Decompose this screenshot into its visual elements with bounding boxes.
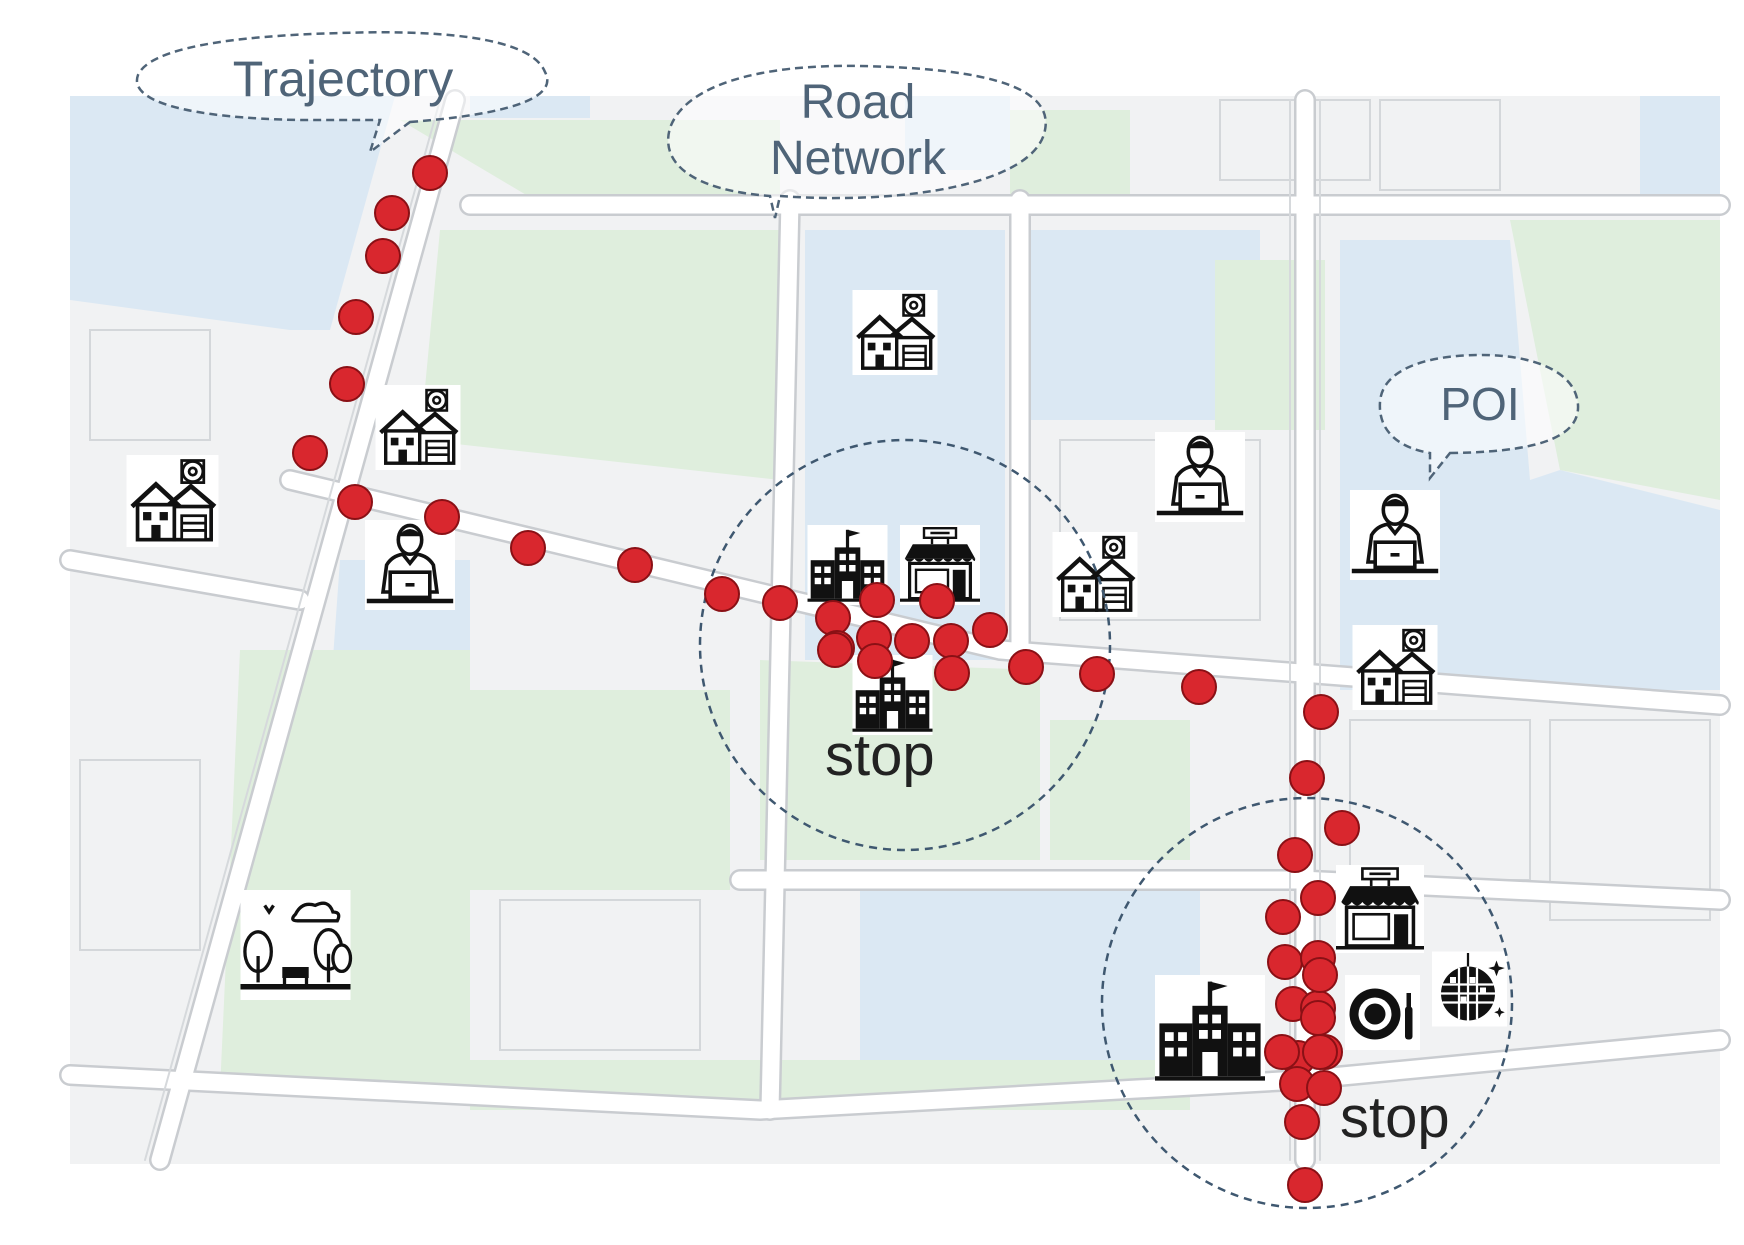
trajectory-point (817, 632, 853, 668)
trajectory-point (365, 238, 401, 274)
office-worker-icon (1155, 432, 1245, 522)
trajectory-point (972, 612, 1008, 648)
trajectory-point (412, 155, 448, 191)
park-icon (241, 890, 351, 1000)
callout-trajectory-label: Trajectory (233, 51, 453, 107)
stop-label-2: stop (1340, 1085, 1450, 1150)
callout-road-network: Road Network (667, 64, 1047, 219)
callout-trajectory-bubble (135, 31, 549, 156)
house-icon (376, 385, 461, 470)
trajectory-point (510, 530, 546, 566)
trajectory-point (762, 585, 798, 621)
trajectory-point (617, 547, 653, 583)
trajectory-point (1300, 1000, 1336, 1036)
office-worker-icon (1350, 490, 1440, 580)
shop-icon (1335, 865, 1425, 953)
house-icon (127, 455, 219, 547)
stop-region-2 (1100, 796, 1514, 1210)
trajectory-point (933, 623, 969, 659)
trajectory-point (1287, 1167, 1323, 1203)
trajectory-point (857, 643, 893, 679)
stop-label-1: stop (825, 723, 935, 788)
trajectory-point (1306, 1070, 1342, 1106)
trajectory-point (704, 576, 740, 612)
trajectory-point (894, 623, 930, 659)
trajectory-point (1264, 1034, 1300, 1070)
callout-poi: POI (1378, 353, 1580, 482)
trajectory-point (1324, 810, 1360, 846)
trajectory-point (1265, 899, 1301, 935)
trajectory-point (934, 655, 970, 691)
trajectory-point (1079, 656, 1115, 692)
disco-ball-icon (1432, 950, 1507, 1028)
trajectory-point (919, 583, 955, 619)
callout-road-network-label-line1: Road (801, 76, 916, 129)
trajectory-point (1277, 837, 1313, 873)
house-icon (853, 290, 938, 375)
trajectory-point (1181, 669, 1217, 705)
house-icon (1353, 625, 1438, 710)
school-icon (1155, 975, 1265, 1085)
stop-regions (698, 438, 1514, 1210)
trajectory-point (1008, 649, 1044, 685)
trajectory-point (337, 484, 373, 520)
trajectory-point (329, 366, 365, 402)
trajectory-point (374, 195, 410, 231)
trajectory-point (1289, 760, 1325, 796)
trajectory-point (1300, 880, 1336, 916)
trajectory-point (1302, 1034, 1338, 1070)
green-areas (220, 110, 1720, 1110)
trajectory-point (859, 582, 895, 618)
trajectory-point (292, 435, 328, 471)
trajectory-point (1302, 957, 1338, 993)
restaurant-icon (1345, 975, 1420, 1050)
callout-road-network-bubble (667, 64, 1047, 219)
callout-road-network-label-line2: Network (770, 132, 947, 185)
trajectory-point (1284, 1104, 1320, 1140)
trajectory-point (815, 600, 851, 636)
callout-trajectory: Trajectory (135, 31, 549, 156)
house-icon (1053, 532, 1138, 617)
trajectory-point (424, 499, 460, 535)
trajectory-point (338, 299, 374, 335)
trajectory-point (1267, 944, 1303, 980)
callout-poi-label: POI (1440, 378, 1519, 430)
trajectory-layer (292, 155, 1360, 1203)
base-map (59, 89, 1731, 1171)
trajectory-point (1303, 694, 1339, 730)
callout-poi-bubble (1378, 353, 1580, 482)
stop-region-1 (698, 438, 1112, 852)
building-blocks (79, 99, 1711, 1051)
